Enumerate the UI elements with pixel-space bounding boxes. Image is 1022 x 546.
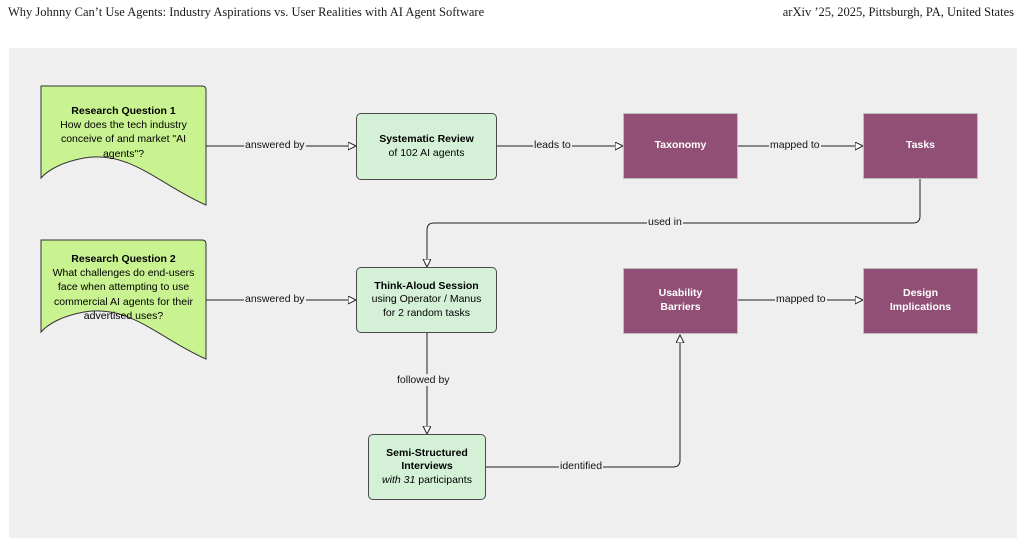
systematic-review-subtitle: of 102 AI agents — [388, 146, 465, 159]
think-aloud-line2: for 2 random tasks — [383, 306, 470, 319]
edge-label-followed-by: followed by — [396, 374, 451, 386]
think-aloud-node: Think-Aloud Session using Operator / Man… — [356, 267, 497, 333]
running-header-title: Why Johnny Can’t Use Agents: Industry As… — [8, 5, 485, 19]
edge-label-answered-by-2: answered by — [244, 293, 306, 305]
interviews-node: Semi-Structured Interviews with 31 parti… — [368, 434, 486, 500]
edge-label-identified: identified — [559, 460, 604, 472]
design-implications-node: Design Implications — [863, 268, 978, 334]
usability-barriers-node: Usability Barriers — [623, 268, 738, 334]
rq1-node: Research Question 1 How does the tech in… — [41, 104, 206, 161]
rq1-text: How does the tech industry conceive of a… — [60, 119, 187, 160]
interviews-title: Semi-Structured Interviews — [386, 446, 468, 473]
edge-label-leads-to: leads to — [533, 139, 572, 151]
systematic-review-title: Systematic Review — [379, 132, 474, 145]
design-implications-label: Design Implications — [889, 287, 952, 313]
edge-label-answered-by-1: answered by — [244, 139, 306, 151]
rq1-document-shape — [40, 85, 207, 206]
taxonomy-node: Taxonomy — [623, 113, 738, 179]
edge-interviews-to-barriers — [486, 335, 680, 468]
systematic-review-node: Systematic Review of 102 AI agents — [356, 113, 497, 180]
interviews-participants: participants — [415, 473, 472, 486]
rq1-title: Research Question 1 — [71, 105, 176, 117]
interviews-count: with 31 — [382, 473, 416, 486]
edge-label-mapped-to-2: mapped to — [775, 293, 827, 305]
running-header-venue: arXiv ’25, 2025, Pittsburgh, PA, United … — [782, 5, 1014, 19]
rq2-document-shape — [40, 239, 207, 360]
usability-barriers-label: Usability Barriers — [658, 287, 703, 313]
tasks-node: Tasks — [863, 113, 978, 179]
think-aloud-title: Think-Aloud Session — [374, 279, 479, 292]
edge-label-used-in: used in — [647, 216, 683, 228]
rq2-title: Research Question 2 — [71, 253, 176, 265]
tasks-label: Tasks — [906, 139, 935, 152]
edge-label-mapped-to-1: mapped to — [769, 139, 821, 151]
rq2-node: Research Question 2 What challenges do e… — [41, 252, 206, 323]
interviews-subtitle: with 31 participants — [382, 474, 472, 488]
taxonomy-label: Taxonomy — [654, 139, 707, 152]
rq2-text: What challenges do end-users face when a… — [52, 267, 195, 322]
think-aloud-line1: using Operator / Manus — [371, 293, 482, 306]
